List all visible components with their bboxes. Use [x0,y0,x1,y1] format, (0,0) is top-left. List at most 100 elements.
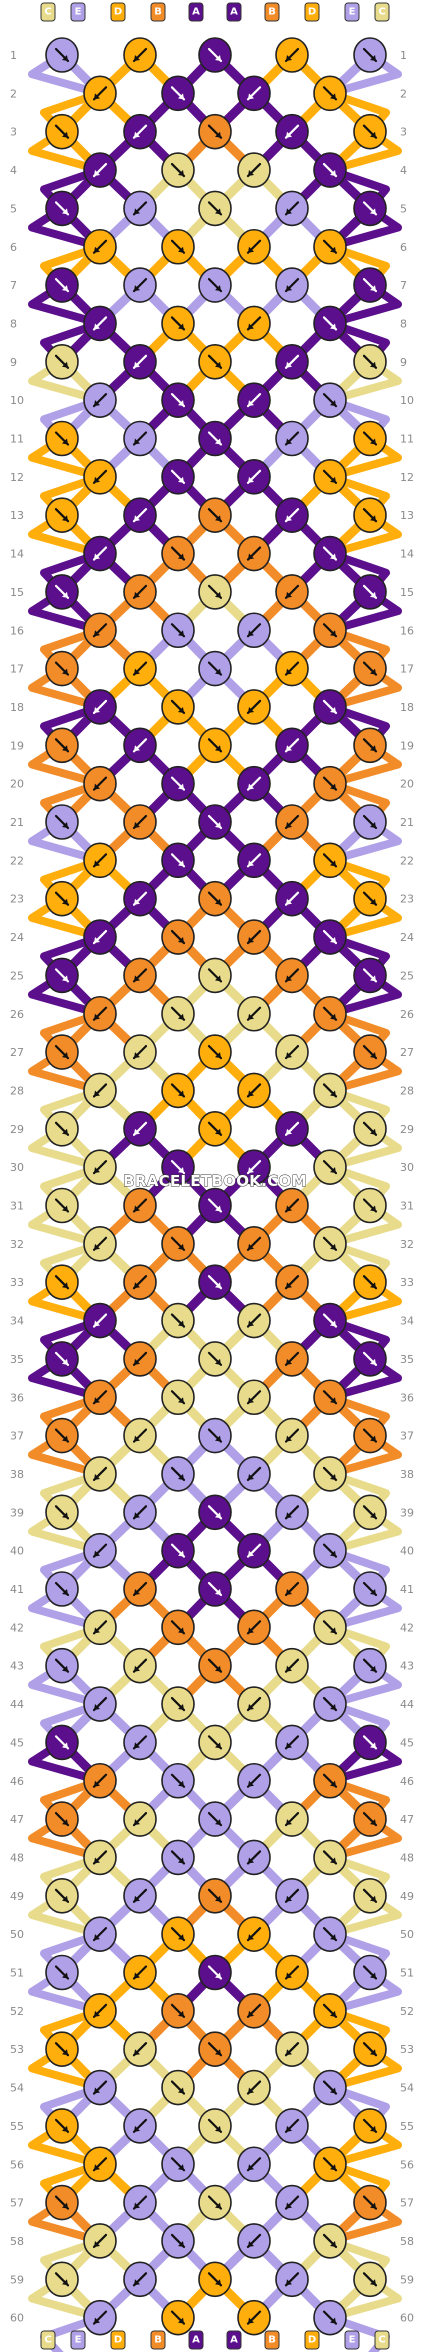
row-number-left: 15 [10,586,24,599]
knot-arrowhead-icon [134,361,140,368]
knot-arrowhead-icon [330,93,336,100]
knot-arrowhead-icon [94,860,100,867]
row-number-right: 3 [400,126,407,139]
knot-arrowhead-icon [286,591,292,598]
knot-arrowhead-icon [286,1819,292,1826]
knot-arrowhead-icon [330,630,336,637]
knot-arrowhead-icon [178,400,184,407]
knot-arrowhead-icon [178,476,184,483]
knot-arrowhead-icon [178,2087,184,2094]
knot-arrowhead-icon [330,170,336,177]
string-label-bottom-swatch [70,2330,86,2350]
row-number-right: 35 [400,1353,414,1366]
row-number-left: 36 [10,1391,24,1404]
knot-arrowhead-icon [94,1090,100,1097]
row-number-left: 59 [10,2273,24,2286]
knot-arrowhead-icon [370,2202,376,2209]
row-number-right: 48 [400,1851,414,1864]
row-number-right: 21 [400,816,414,829]
string-label-top-swatch [150,2,166,22]
knot-arrowhead-icon [178,246,184,253]
knot-arrowhead-icon [215,438,221,445]
row-number-right: 37 [400,1430,414,1443]
knot-arrowhead-icon [370,2049,376,2056]
knot-arrowhead-icon [62,2049,68,2056]
row-number-left: 35 [10,1353,24,1366]
knot-arrowhead-icon [178,1780,184,1787]
row-number-right: 14 [400,548,414,561]
row-number-right: 34 [400,1315,414,1328]
knot-arrowhead-icon [248,630,254,637]
knot-arrowhead-icon [62,1282,68,1289]
knot-arrowhead-icon [94,2010,100,2017]
string-label-top: A [192,7,200,18]
row-number-right: 41 [400,1583,414,1596]
row-number-right: 58 [400,2235,414,2248]
knot-arrowhead-icon [248,1780,254,1787]
knot-arrowhead-icon [62,2202,68,2209]
row-number-left: 29 [10,1123,24,1136]
row-number-right: 9 [400,356,407,369]
knot-arrowhead-icon [248,1167,254,1174]
knot-arrowhead-icon [248,2240,254,2247]
row-number-left: 7 [10,279,17,292]
row-number-left: 11 [10,433,24,446]
row-number-right: 38 [400,1468,414,1481]
row-number-right: 52 [400,2005,414,2018]
row-number-right: 1 [400,49,407,62]
knot-arrowhead-icon [178,1473,184,1480]
knot-arrowhead-icon [134,822,140,828]
string-label-top: B [268,7,276,18]
knot-arrowhead-icon [330,2164,336,2171]
row-number-right: 10 [400,394,414,407]
knot-arrowhead-icon [330,1090,336,1097]
knot-arrowhead-icon [330,1397,336,1404]
knot-arrowhead-icon [370,2279,376,2286]
string-label-top-swatch [344,2,360,22]
knot-arrowhead-icon [134,898,140,905]
row-number-left: 46 [10,1775,24,1788]
row-number-left: 25 [10,969,24,982]
row-number-right: 18 [400,701,414,714]
knot-arrowhead-icon [134,2125,140,2132]
knot-arrowhead-icon [286,361,292,368]
knot-arrowhead-icon [248,2087,254,2094]
row-number-right: 44 [400,1698,414,1711]
knot-arrowhead-icon [94,1243,100,1250]
row-number-left: 2 [10,87,17,100]
row-number-right: 32 [400,1238,414,1251]
row-number-right: 15 [400,586,414,599]
knot-arrowhead-icon [215,208,221,215]
row-number-left: 22 [10,854,24,867]
string-label-bottom-swatch [304,2330,320,2350]
knot-arrowhead-icon [62,668,68,675]
knot-arrowhead-icon [370,208,376,215]
string-label-top-swatch [304,2,320,22]
knot-arrowhead-icon [330,706,336,713]
knot-arrowhead-icon [286,822,292,828]
knot-arrowhead-icon [286,975,292,982]
knot-arrowhead-icon [215,1512,221,1519]
knot-arrowhead-icon [94,783,100,790]
knot-arrowhead-icon [286,55,292,61]
knot-arrowhead-icon [134,1052,140,1059]
string-label-bottom-swatch [150,2330,166,2350]
knot-arrowhead-icon [134,591,140,598]
knot-arrowhead-icon [370,1358,376,1365]
knot-arrowhead-icon [178,937,184,944]
row-number-right: 11 [400,433,414,446]
knot-arrowhead-icon [286,1742,292,1749]
knot-arrowhead-icon [134,515,140,522]
row-number-right: 7 [400,279,407,292]
row-number-right: 59 [400,2273,414,2286]
knot-arrowhead-icon [62,1665,68,1672]
knot-arrowhead-icon [134,2279,140,2286]
knot-arrowhead-icon [215,2049,221,2056]
row-number-left: 47 [10,1813,24,1826]
knot-arrowhead-icon [330,937,336,944]
knot-arrowhead-icon [62,2125,68,2132]
string-label-top: C [44,7,51,18]
knot-arrowhead-icon [62,438,68,445]
knot-arrowhead-icon [330,1320,336,1327]
